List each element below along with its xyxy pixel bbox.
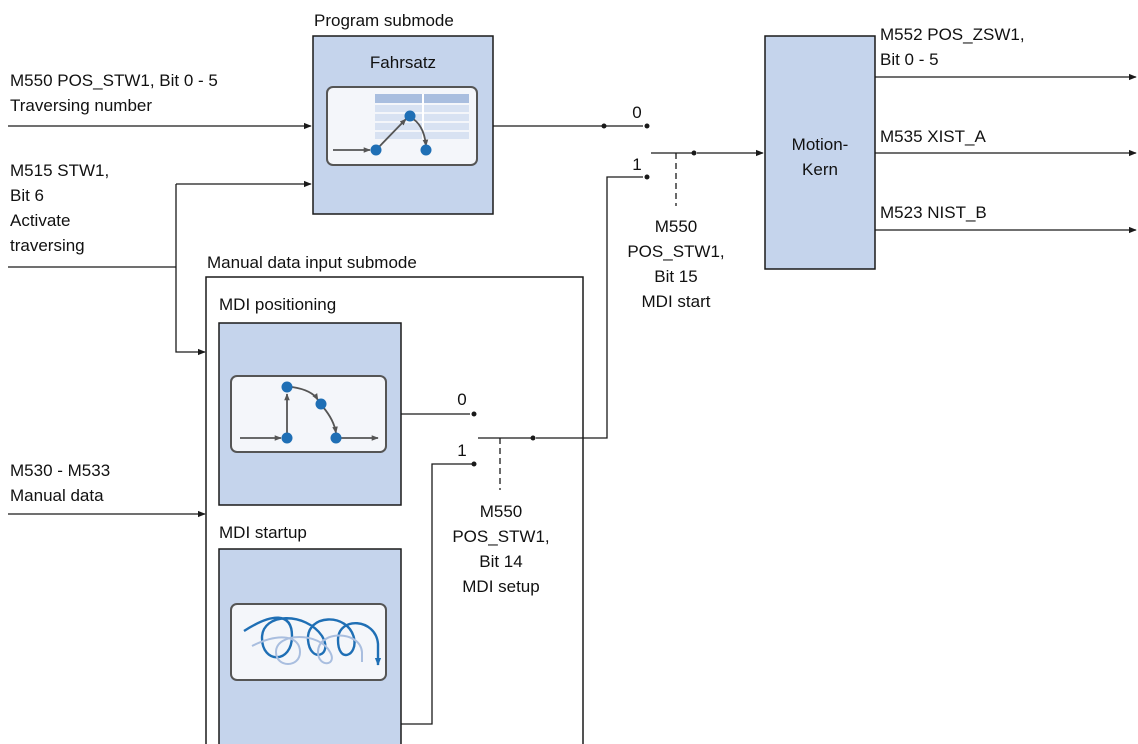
upper-switch-contact-0: [644, 123, 650, 129]
setup-spiral-icon: [230, 603, 387, 681]
input-activate-line2: Bit 6: [10, 186, 44, 205]
input-activate-line3: Activate: [10, 211, 70, 230]
lower-switch-contact-0: [471, 411, 477, 417]
output-zsw-line1: M552 POS_ZSW1,: [880, 25, 1025, 44]
lower-switch-pivot: [530, 435, 536, 441]
program-submode-title: Program submode: [314, 11, 454, 30]
input-traversing-line2: Traversing number: [10, 96, 152, 115]
lower-switch-line2: POS_STW1,: [452, 527, 549, 546]
program-junction: [601, 123, 607, 129]
upper-switch-line3: Bit 15: [654, 267, 697, 286]
lower-switch-contact-1: [471, 461, 477, 467]
fahrsatz-label: Fahrsatz: [370, 53, 436, 72]
traversing-block-table-icon: [326, 86, 478, 166]
lower-switch-pos0: 0: [457, 390, 466, 409]
input-traversing-line1: M550 POS_STW1, Bit 0 - 5: [10, 71, 218, 90]
lower-switch-pos1: 1: [457, 441, 466, 460]
positioning-curve-icon: [230, 375, 387, 453]
input-activate-line4: traversing: [10, 236, 85, 255]
motion-core-line2: Kern: [802, 160, 838, 179]
mdi-startup-out-line: [401, 463, 472, 725]
motion-core-line1: Motion-: [792, 135, 849, 154]
manual-submode-title: Manual data input submode: [207, 253, 417, 272]
lower-switch-line3: Bit 14: [479, 552, 522, 571]
upper-switch-line4: MDI start: [642, 292, 711, 311]
output-zsw-line2: Bit 0 - 5: [880, 50, 939, 69]
output-nist: M523 NIST_B: [880, 203, 987, 222]
upper-switch-contact-1: [644, 174, 650, 180]
upper-switch-pivot: [691, 150, 697, 156]
output-xist: M535 XIST_A: [880, 127, 986, 146]
upper-switch-line2: POS_STW1,: [627, 242, 724, 261]
lower-switch-line1: M550: [480, 502, 523, 521]
upper-switch-pos0: 0: [632, 103, 641, 122]
activate-to-mdi-line: [175, 267, 206, 356]
input-activate-line1: M515 STW1,: [10, 161, 109, 180]
mdi-startup-label: MDI startup: [219, 523, 307, 542]
mdi-to-upper-switch-line: [536, 176, 643, 439]
upper-switch-pos1: 1: [632, 155, 641, 174]
input-manual-line2: Manual data: [10, 486, 104, 505]
upper-switch-line1: M550: [655, 217, 698, 236]
mdi-positioning-label: MDI positioning: [219, 295, 336, 314]
lower-switch-line4: MDI setup: [462, 577, 539, 596]
input-manual-line1: M530 - M533: [10, 461, 110, 480]
